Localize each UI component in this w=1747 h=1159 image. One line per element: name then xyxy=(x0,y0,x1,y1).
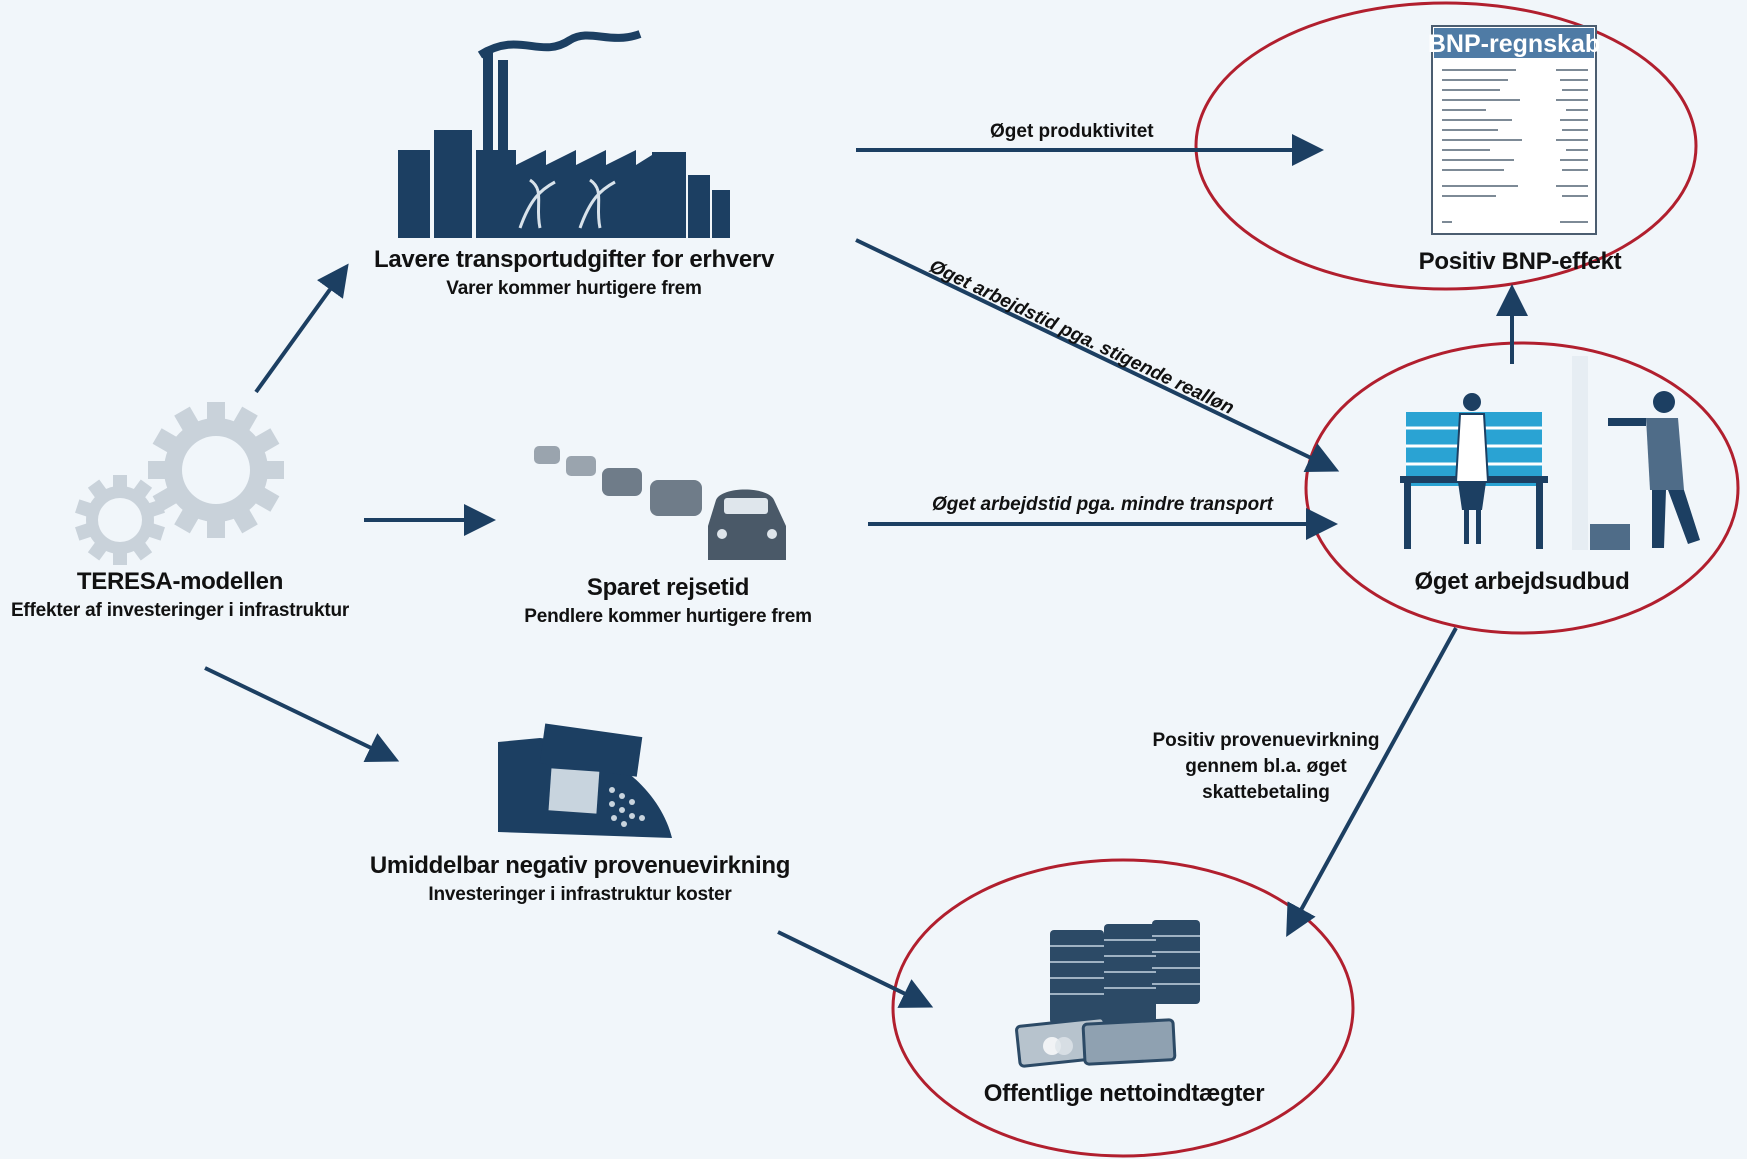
arrow-tax-feedback xyxy=(1286,627,1458,938)
gdp-ellipse xyxy=(1194,1,1698,291)
gdp-document-header: BNP-regnskab xyxy=(1427,30,1601,58)
cars-icon xyxy=(534,446,786,560)
gdp-title: Positiv BNP-effekt xyxy=(1418,248,1622,275)
transport-node: Lavere transportudgifter for erhverv Var… xyxy=(374,246,774,300)
factory-icon xyxy=(398,30,730,238)
labor-title: Øget arbejdsudbud xyxy=(1414,568,1630,595)
teresa-node: TERESA-modellen Effekter af investeringe… xyxy=(11,568,349,622)
edge-label-tax-line-2: gennem bl.a. øget xyxy=(1185,756,1347,777)
revenue-title: Umiddelbar negativ provenuevirkning xyxy=(369,852,791,879)
travel-subtitle: Pendlere kommer hurtigere frem xyxy=(524,606,812,627)
arrow-teresa-to-transport xyxy=(254,263,349,394)
gears-icon xyxy=(75,402,284,565)
teresa-subtitle: Effekter af investeringer i infrastruktu… xyxy=(10,600,350,621)
travel-title: Sparet rejsetid xyxy=(586,574,750,601)
arrow-revenue-to-net xyxy=(777,930,934,1008)
labor-ellipse xyxy=(1304,341,1740,635)
net-income-ellipse xyxy=(891,858,1355,1158)
revenue-node: Umiddelbar negativ provenuevirkning Inve… xyxy=(369,852,791,906)
teresa-title: TERESA-modellen xyxy=(76,568,284,595)
edge-label-productivity: Øget produktivitet xyxy=(990,121,1154,142)
arrow-real-wage xyxy=(855,238,1340,473)
transport-subtitle: Varer kommer hurtigere frem xyxy=(446,278,702,299)
workers-icon xyxy=(1400,356,1700,550)
edge-label-tax: Positiv provenuevirkning gennem bl.a. øg… xyxy=(1153,728,1380,806)
gdp-document-icon xyxy=(1431,25,1597,235)
card-terminal-icon xyxy=(498,723,672,838)
net-income-title: Offentlige nettoindtægter xyxy=(983,1080,1265,1107)
edge-label-less-transport: Øget arbejdstid pga. mindre transport xyxy=(932,494,1273,515)
transport-title: Lavere transportudgifter for erhverv xyxy=(374,246,774,273)
revenue-subtitle: Investeringer i infrastruktur koster xyxy=(428,884,732,905)
coins-icon xyxy=(1015,920,1200,1068)
edge-label-tax-line-3: skattebetaling xyxy=(1202,782,1330,803)
travel-node: Sparet rejsetid Pendlere kommer hurtiger… xyxy=(524,574,812,628)
arrow-teresa-to-revenue xyxy=(204,666,400,763)
edge-label-tax-line-1: Positiv provenuevirkning xyxy=(1152,730,1380,751)
